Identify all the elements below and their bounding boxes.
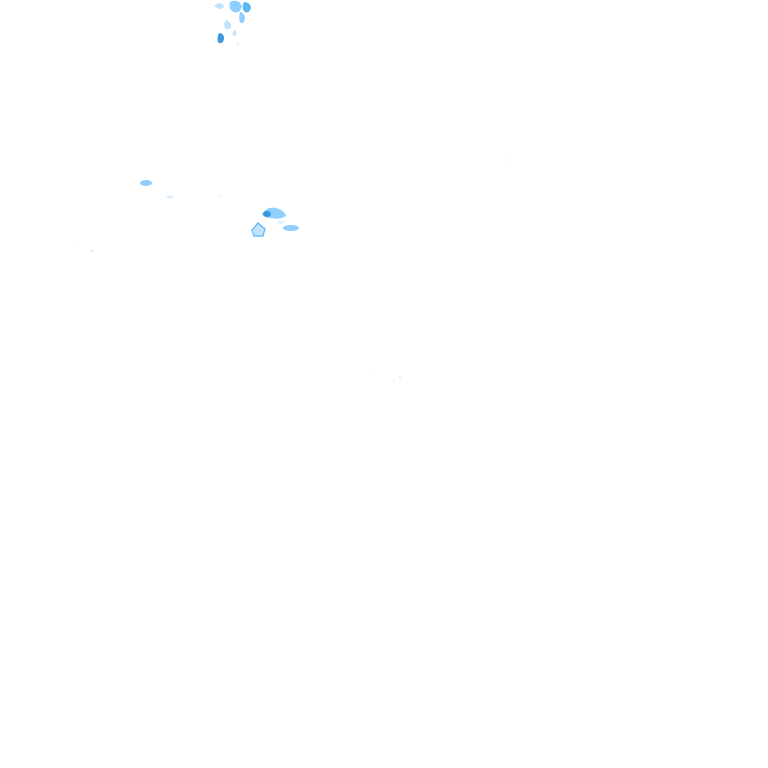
- precip-dot: [393, 379, 395, 381]
- precip-cell-top: [214, 0, 251, 46]
- precip-dot: [399, 376, 401, 378]
- precip-blob: [283, 225, 299, 231]
- precip-dot: [218, 195, 220, 197]
- precip-blob: [239, 12, 245, 24]
- precip-blob: [140, 180, 152, 186]
- precip-dot: [236, 42, 240, 46]
- precip-blob: [242, 2, 251, 13]
- precip-cell-center: [251, 207, 299, 237]
- precip-dot: [508, 159, 510, 161]
- precip-dot: [369, 373, 371, 375]
- precip-blob: [224, 20, 232, 30]
- precip-blob: [217, 33, 224, 44]
- precip-blob: [251, 222, 266, 237]
- precip-blob: [263, 211, 271, 217]
- precip-dot: [91, 250, 93, 252]
- precip-blob: [166, 195, 174, 199]
- precip-blob: [278, 220, 284, 224]
- precip-dot: [76, 244, 78, 246]
- precip-cell-left: [140, 180, 220, 199]
- precip-blob: [214, 3, 224, 9]
- precip-speckles: [76, 159, 510, 381]
- precip-blob: [232, 30, 237, 36]
- precip-blob: [229, 0, 242, 13]
